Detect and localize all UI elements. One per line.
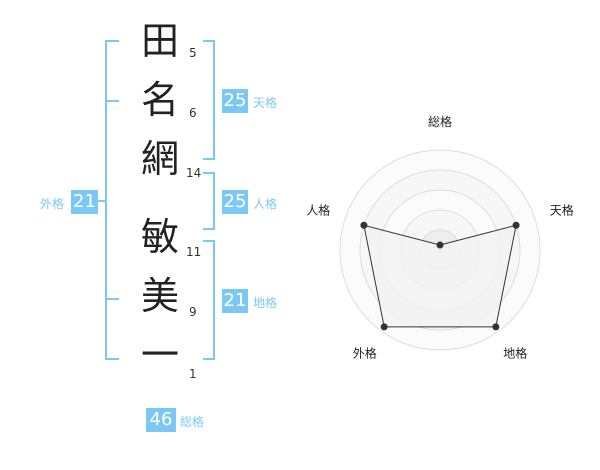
name-char-4: 敏 (140, 215, 179, 259)
stroke-count-4: 11 (186, 245, 202, 259)
radar-points (360, 221, 520, 331)
radar-grid (339, 149, 541, 351)
gaikaku-score: 21 (71, 190, 98, 214)
radar-ring (399, 209, 481, 291)
gaikaku-label: 外格 (40, 197, 65, 211)
tenkaku-label: 天格 (253, 96, 278, 110)
radar-point-2 (492, 323, 500, 331)
radar-axis-label-soukaku: 総格 (428, 114, 452, 129)
radar-axis-label-gaikaku: 外格 (353, 346, 377, 361)
stroke-count-3: 14 (186, 166, 202, 180)
radar-axis-label-chikaku: 地格 (503, 346, 527, 361)
radar-point-3 (380, 323, 388, 331)
radar-ring (419, 229, 461, 271)
radar-ring (379, 189, 501, 311)
radar-ring (359, 169, 521, 331)
stroke-count-1: 5 (189, 46, 197, 60)
jinkaku-score: 25 (222, 190, 248, 214)
radar-axis-label-jinkaku: 人格 (306, 202, 330, 217)
radar-center (437, 247, 443, 253)
radar-ring (339, 149, 541, 351)
name-char-5: 美 (140, 274, 179, 318)
radar-point-4 (360, 221, 368, 229)
soukaku-label: 総格 (180, 415, 205, 429)
radar-point-1 (512, 221, 520, 229)
name-char-3: 網 (140, 137, 179, 181)
radar-polygon (363, 224, 517, 328)
jinkaku-label: 人格 (253, 197, 278, 211)
name-char-1: 田 (140, 19, 179, 63)
name-char-6: 一 (140, 333, 179, 377)
tenkaku-score: 25 (222, 89, 248, 113)
stroke-count-5: 9 (189, 305, 197, 319)
name-char-2: 名 (140, 78, 179, 122)
stroke-count-6: 1 (189, 367, 197, 381)
soukaku-score: 46 (146, 408, 176, 432)
radar-point-0 (436, 241, 444, 249)
chikaku-label: 地格 (253, 296, 278, 310)
radar-axis-label-tenkaku: 天格 (550, 202, 574, 217)
stroke-count-2: 6 (189, 106, 197, 120)
chikaku-score: 21 (222, 289, 248, 313)
